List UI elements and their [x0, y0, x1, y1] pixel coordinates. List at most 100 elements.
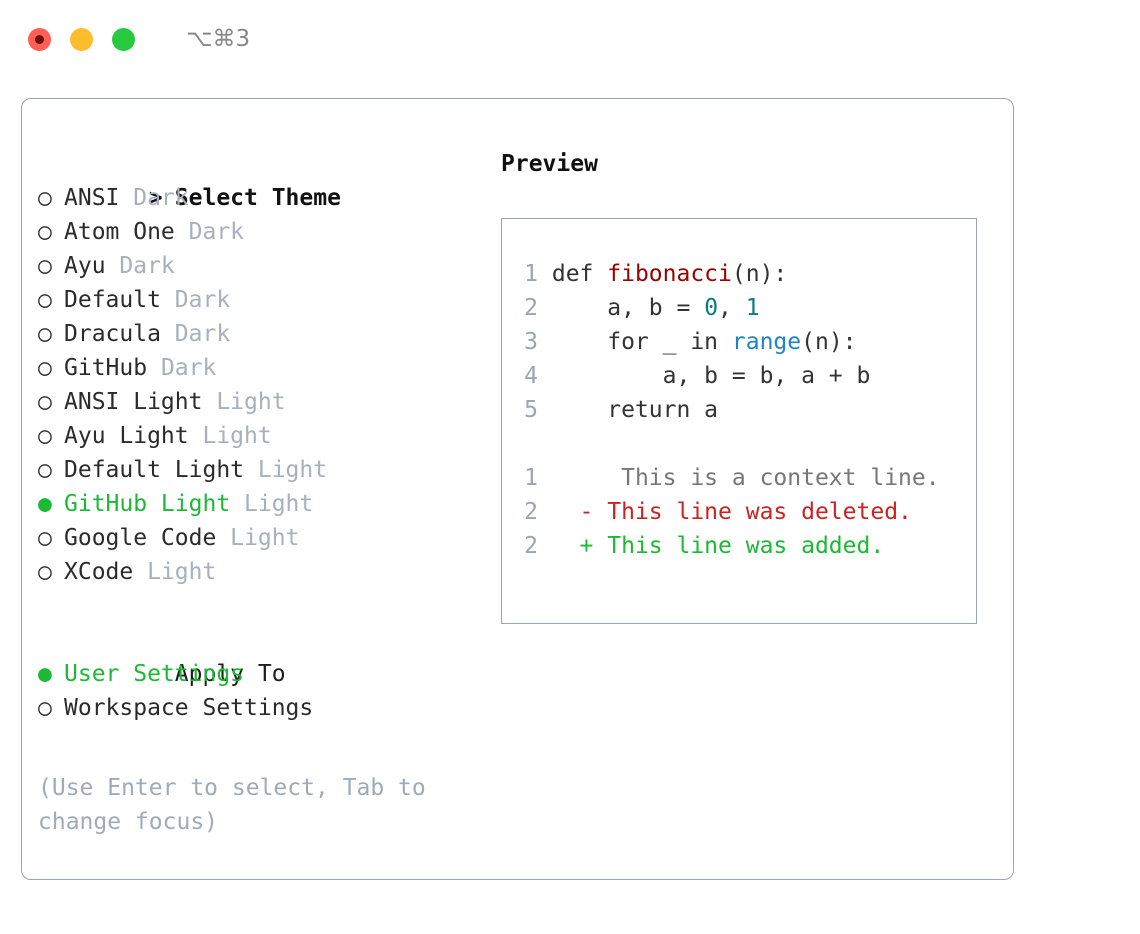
theme-name: Ayu — [64, 253, 106, 279]
code-token-num: 0 — [704, 295, 719, 321]
theme-list-item[interactable]: ● GitHub Light Light — [38, 487, 478, 521]
apply-to-option[interactable]: ○ Workspace Settings — [38, 691, 478, 725]
code-token-fn: fibonacci — [607, 261, 732, 287]
select-theme-label: Select Theme — [174, 185, 341, 211]
theme-selector-column: >Select Theme ○ANSI Dark○Atom One Dark○A… — [38, 147, 478, 839]
title-bar: ⌥⌘3 — [0, 0, 1140, 78]
radio-selected-icon: ● — [38, 661, 52, 687]
window-controls — [28, 27, 135, 51]
apply-to-option-label: Workspace Settings — [64, 695, 314, 721]
radio-unselected-icon: ○ — [38, 253, 52, 279]
radio-unselected-icon: ○ — [38, 321, 52, 347]
radio-unselected-icon: ○ — [38, 423, 52, 449]
diff-sign — [580, 465, 594, 491]
theme-name: GitHub — [64, 355, 148, 381]
theme-category: Dark — [119, 185, 189, 211]
code-line-number: 2 — [524, 295, 538, 321]
code-line: 5 return a — [514, 393, 976, 427]
theme-list-item[interactable]: ○ANSI Light Light — [38, 385, 478, 419]
prompt-caret-icon: > — [148, 185, 163, 211]
diff-line-number: 2 — [524, 533, 538, 559]
code-line: 3 for _ in range(n): — [514, 325, 976, 359]
code-line: 4 a, b = b, a + b — [514, 359, 976, 393]
diff-text: This line was added. — [593, 533, 885, 559]
diff-text: This line was deleted. — [593, 499, 912, 525]
preview-column: Preview 1 def fibonacci(n):2 a, b = 0, 1… — [501, 147, 991, 624]
theme-list-item[interactable]: ○ Default Light Light — [38, 453, 478, 487]
radio-unselected-icon: ○ — [38, 695, 52, 721]
radio-unselected-icon: ○ — [38, 389, 52, 415]
theme-list-item[interactable]: ○ XCode Light — [38, 555, 478, 589]
theme-category: Light — [216, 525, 300, 551]
code-token-plain: return a — [551, 397, 719, 423]
radio-unselected-icon: ○ — [38, 525, 52, 551]
radio-unselected-icon: ○ — [38, 559, 52, 585]
theme-name: Default Light — [64, 457, 245, 483]
radio-unselected-icon: ○ — [38, 355, 52, 381]
radio-selected-icon: ● — [38, 491, 52, 517]
theme-category: Dark — [105, 253, 175, 279]
theme-category: Light — [230, 491, 314, 517]
code-token-plain: for _ in — [551, 329, 732, 355]
theme-category: Light — [133, 559, 217, 585]
theme-list-item[interactable]: ○ Dracula Dark — [38, 317, 478, 351]
radio-unselected-icon: ○ — [38, 185, 52, 211]
preview-title: Preview — [501, 151, 598, 177]
list-spacer — [38, 589, 478, 623]
minimize-button[interactable] — [70, 27, 93, 51]
radio-unselected-icon: ○ — [38, 287, 52, 313]
theme-list-item[interactable]: ○ Ayu Light Light — [38, 419, 478, 453]
diff-line: 1 This is a context line. — [514, 461, 976, 495]
apply-to-option-label: User Settings — [64, 661, 245, 687]
radio-unselected-icon: ○ — [38, 219, 52, 245]
code-line: 1 def fibonacci(n): — [514, 257, 976, 291]
code-token-plain: (n): — [731, 261, 788, 287]
diff-line: 2 + This line was added. — [514, 529, 976, 563]
theme-list-item[interactable]: ○ Google Code Light — [38, 521, 478, 555]
main-panel: >Select Theme ○ANSI Dark○Atom One Dark○A… — [21, 98, 1014, 880]
theme-category: Light — [244, 457, 328, 483]
theme-list-item[interactable]: ○ Ayu Dark — [38, 249, 478, 283]
radio-unselected-icon: ○ — [38, 457, 52, 483]
diff-sign: + — [579, 533, 594, 559]
code-diff-gap — [514, 427, 976, 461]
theme-name: Ayu Light — [64, 423, 189, 449]
theme-list-item[interactable]: ○ ANSI Dark — [38, 181, 478, 215]
theme-name: ANSI Light — [64, 389, 203, 415]
apply-to-list: ● User Settings ○ Workspace Settings — [38, 657, 478, 725]
keyboard-shortcut-label: ⌥⌘3 — [186, 26, 251, 52]
code-token-num: 1 — [745, 295, 760, 321]
keyboard-hint-text: (Use Enter to select, Tab to change focu… — [38, 775, 440, 835]
select-theme-header: > Select Theme — [38, 147, 478, 211]
diff-line-number: 1 — [524, 465, 538, 491]
code-line-number: 5 — [524, 397, 538, 423]
theme-name: Dracula — [64, 321, 161, 347]
theme-category: Dark — [174, 219, 245, 245]
code-token-plain: a, b = b, a + b — [551, 363, 871, 389]
theme-name: XCode — [64, 559, 134, 585]
theme-category: Dark — [160, 321, 231, 347]
theme-name: Google Code — [64, 525, 217, 551]
code-token-plain: , — [718, 295, 746, 321]
apply-to-option[interactable]: ● User Settings — [38, 657, 478, 691]
theme-list-item[interactable]: ○ GitHub Dark — [38, 351, 478, 385]
theme-name: Default — [64, 287, 161, 313]
theme-category: Dark — [147, 355, 217, 381]
close-button[interactable] — [28, 27, 51, 51]
code-token-call: range — [731, 329, 802, 355]
hint-spacer — [38, 725, 478, 747]
diff-line: 2 - This line was deleted. — [514, 495, 976, 529]
theme-name: ANSI — [64, 185, 120, 211]
diff-preview: 1 This is a context line.2 - This line w… — [514, 461, 976, 563]
theme-list-item[interactable]: ○Default Dark — [38, 283, 478, 317]
code-line: 2 a, b = 0, 1 — [514, 291, 976, 325]
code-line-number: 4 — [524, 363, 538, 389]
theme-category: Light — [188, 423, 272, 449]
maximize-button[interactable] — [112, 27, 135, 51]
theme-list-item[interactable]: ○Atom One Dark — [38, 215, 478, 249]
theme-name: GitHub Light — [64, 491, 231, 517]
theme-list: ○ANSI Dark○Atom One Dark○Ayu Dark○Defaul… — [38, 181, 478, 589]
